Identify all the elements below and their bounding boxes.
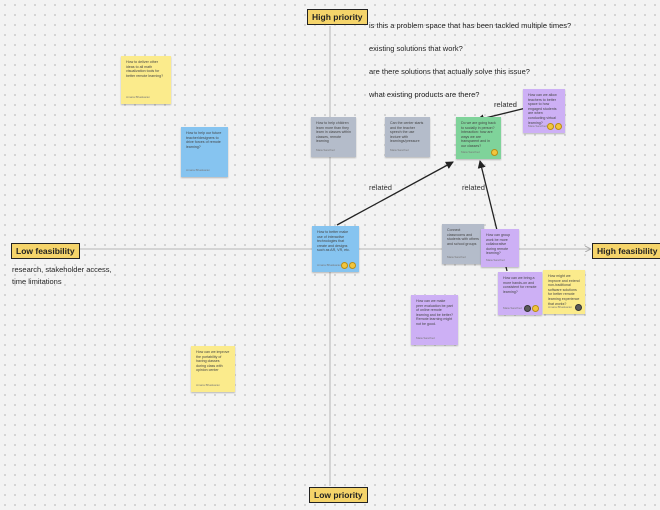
relation-label[interactable]: related xyxy=(462,183,485,192)
sticky-note-author: Amara Bhaskaran xyxy=(126,95,151,100)
question-line: what existing products are there? xyxy=(369,89,480,99)
sticky-note[interactable]: How can we bring a more hands-on and con… xyxy=(498,272,542,315)
relation-label[interactable]: related xyxy=(369,183,392,192)
sticky-note-text: How to help our future teacher/designers… xyxy=(186,131,222,149)
sticky-note[interactable]: How to help children learn more than the… xyxy=(311,117,356,157)
axis-label-high-priority[interactable]: High priority xyxy=(307,9,368,25)
sticky-note-author: Amara Bhaskaran xyxy=(548,305,573,310)
sticky-note-text: How might we improve and extend non-trad… xyxy=(548,274,580,306)
left-feasibility-note[interactable]: research, stakeholder access, time limit… xyxy=(12,265,112,286)
question-line: existing solutions that work? xyxy=(369,43,463,53)
sticky-note[interactable]: Connect classrooms and students with oth… xyxy=(442,224,484,264)
vote-dots xyxy=(575,304,582,311)
sticky-note[interactable]: How can group work be more collaborative… xyxy=(481,229,519,267)
axis-label-low-priority[interactable]: Low priority xyxy=(309,487,368,503)
relation-label[interactable]: related xyxy=(494,100,517,109)
sticky-note-author: Amara Bhaskaran xyxy=(196,383,221,388)
sticky-note-author: Maia Sanchez xyxy=(316,148,336,153)
question-line: are there solutions that actually solve … xyxy=(369,66,530,76)
sticky-note-author: Amara Bhaskaran xyxy=(186,168,211,173)
vote-dot-icon xyxy=(555,123,562,130)
sticky-note-author: Maia Sanchez xyxy=(390,148,410,153)
sticky-note-text: How can we improve the portability of ha… xyxy=(196,350,230,373)
sticky-note-text: How to better make use of interactive te… xyxy=(317,230,350,253)
sticky-note[interactable]: Do we are going back to socially in pers… xyxy=(456,117,501,159)
sticky-note-author: Maia Sanchez xyxy=(528,124,548,129)
sticky-note[interactable]: How to deliver other ideas to all math v… xyxy=(121,56,171,104)
sticky-note-text: Can the center starts and the teacher sp… xyxy=(390,121,424,144)
vote-dots xyxy=(341,262,356,269)
question-line: is this a problem space that has been ta… xyxy=(369,20,572,30)
vote-dot-icon xyxy=(524,305,531,312)
sticky-note-author: Maia Sanchez xyxy=(503,306,523,311)
axis-label-low-feasibility[interactable]: Low feasibility xyxy=(11,243,80,259)
sticky-note-text: How can we bring a more hands-on and con… xyxy=(503,276,537,294)
vote-dots xyxy=(547,123,562,130)
sticky-note-text: How to help children learn more than the… xyxy=(316,121,351,144)
vote-dot-icon xyxy=(341,262,348,269)
sticky-note[interactable]: How might we improve and extend non-trad… xyxy=(543,270,585,314)
sticky-note-text: How to deliver other ideas to all math v… xyxy=(126,60,164,78)
vote-dot-icon xyxy=(575,304,582,311)
sticky-note-text: Connect classrooms and students with oth… xyxy=(447,228,479,246)
sticky-note[interactable]: How can we improve the portability of ha… xyxy=(191,346,235,392)
sticky-note-text: How can we make peer evaluation be part … xyxy=(416,299,453,326)
sticky-note-text: Do we are going back to socially in pers… xyxy=(461,121,496,148)
axis-label-high-feasibility[interactable]: High feasibility xyxy=(592,243,660,259)
sticky-note[interactable]: How can we allow teachers to better spac… xyxy=(523,89,565,133)
vote-dot-icon xyxy=(532,305,539,312)
sticky-note-author: Maia Sanchez xyxy=(486,258,506,263)
vote-dot-icon xyxy=(547,123,554,130)
sticky-note-author: Amara Bhaskaran xyxy=(317,263,342,268)
sticky-note[interactable]: How to help our future teacher/designers… xyxy=(181,127,228,177)
top-questions-note[interactable]: is this a problem space that has been ta… xyxy=(369,8,571,112)
vote-dot-icon xyxy=(349,262,356,269)
relation-arrow-1[interactable] xyxy=(336,161,454,226)
sticky-note-author: Maia Sanchez xyxy=(447,255,467,260)
sticky-note[interactable]: Can the center starts and the teacher sp… xyxy=(385,117,430,157)
sticky-note-text: How can we allow teachers to better spac… xyxy=(528,93,557,125)
vote-dots xyxy=(524,305,539,312)
sticky-note-text: How can group work be more collaborative… xyxy=(486,233,511,256)
sticky-note[interactable]: How to better make use of interactive te… xyxy=(312,226,359,272)
sticky-note[interactable]: How can we make peer evaluation be part … xyxy=(411,295,458,345)
vote-dot-icon xyxy=(491,149,498,156)
sticky-note-author: Maia Sanchez xyxy=(416,336,436,341)
vote-dots xyxy=(491,149,498,156)
sticky-note-author: Maia Sanchez xyxy=(461,150,481,155)
